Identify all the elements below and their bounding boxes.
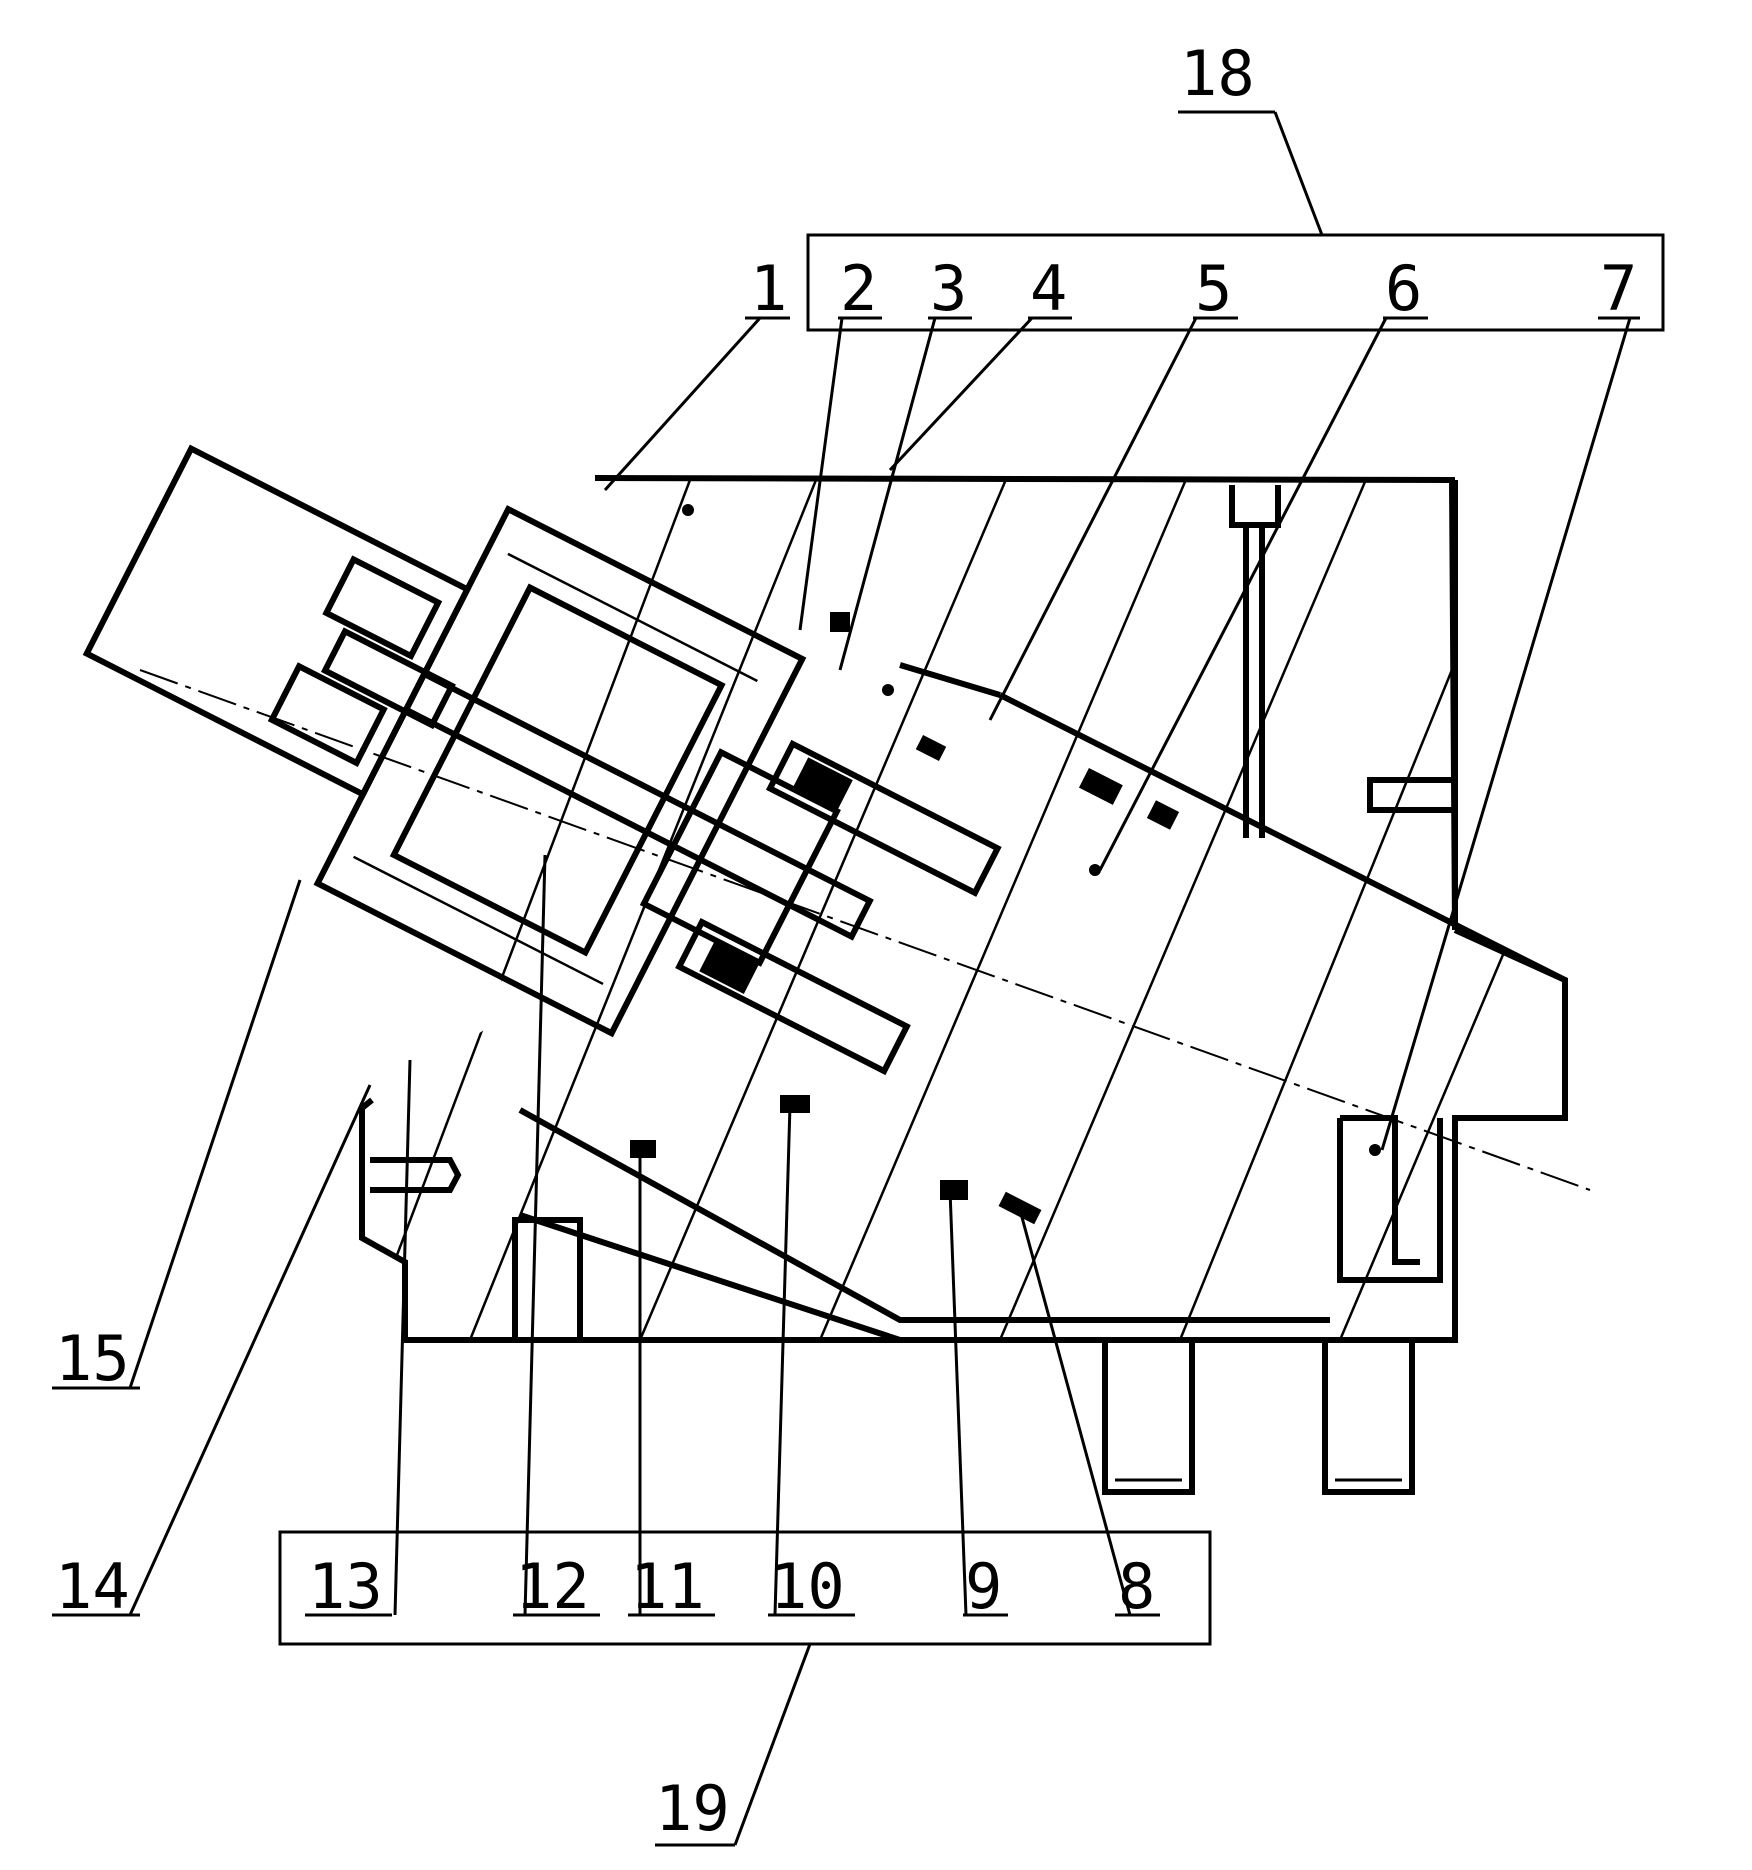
- label-6: 6: [1385, 252, 1422, 325]
- right-notch: [1370, 780, 1455, 810]
- label-15: 15: [55, 1322, 130, 1395]
- seal-4: [916, 735, 946, 761]
- dot-part-6: [1089, 864, 1101, 876]
- seal-9: [940, 1180, 968, 1200]
- group-19-label: 19: [655, 1772, 730, 1845]
- label-14: 14: [55, 1550, 130, 1623]
- bottom-slot: [515, 1220, 580, 1340]
- label-9: 9: [965, 1550, 1002, 1623]
- label-1: 1: [750, 252, 787, 325]
- label-13: 13: [308, 1550, 383, 1623]
- label-4: 4: [1030, 252, 1067, 325]
- group-19-box: [280, 1532, 1210, 1644]
- group-18-leader: [1275, 112, 1322, 235]
- slider-part: [520, 665, 1565, 1320]
- label-10: 10: [770, 1550, 845, 1623]
- support-column-right: [1325, 1340, 1412, 1492]
- left-notch: [370, 1160, 458, 1190]
- block-7-inner: [1340, 1118, 1420, 1262]
- seal-6a: [1079, 768, 1123, 805]
- end-cap-box: [87, 449, 468, 795]
- group-18-label: 18: [1180, 37, 1255, 110]
- group-19-leader: [735, 1644, 810, 1845]
- ejector-head: [1232, 485, 1278, 525]
- dot-part-4: [882, 684, 894, 696]
- seal-8: [999, 1192, 1042, 1224]
- seal-11: [630, 1140, 656, 1158]
- seal-3: [830, 612, 850, 632]
- block-7: [1340, 1118, 1440, 1280]
- seal-6b: [1147, 800, 1179, 830]
- support-column-left: [1105, 1340, 1192, 1492]
- dot-part-7: [1369, 1144, 1381, 1156]
- end-cap-port-lower: [272, 666, 384, 763]
- top-labels: 1 2 3 4 5 6 7: [605, 252, 1640, 1150]
- label-2: 2: [840, 252, 877, 325]
- label-7: 7: [1600, 252, 1637, 325]
- dot-part-1: [682, 504, 694, 516]
- label-5: 5: [1195, 252, 1232, 325]
- label-3: 3: [930, 252, 967, 325]
- seal-10: [780, 1095, 810, 1113]
- cylinder-assembly: [41, 368, 1034, 1151]
- bottom-labels: 8 9 10 11 12 13 14 15: [52, 855, 1160, 1623]
